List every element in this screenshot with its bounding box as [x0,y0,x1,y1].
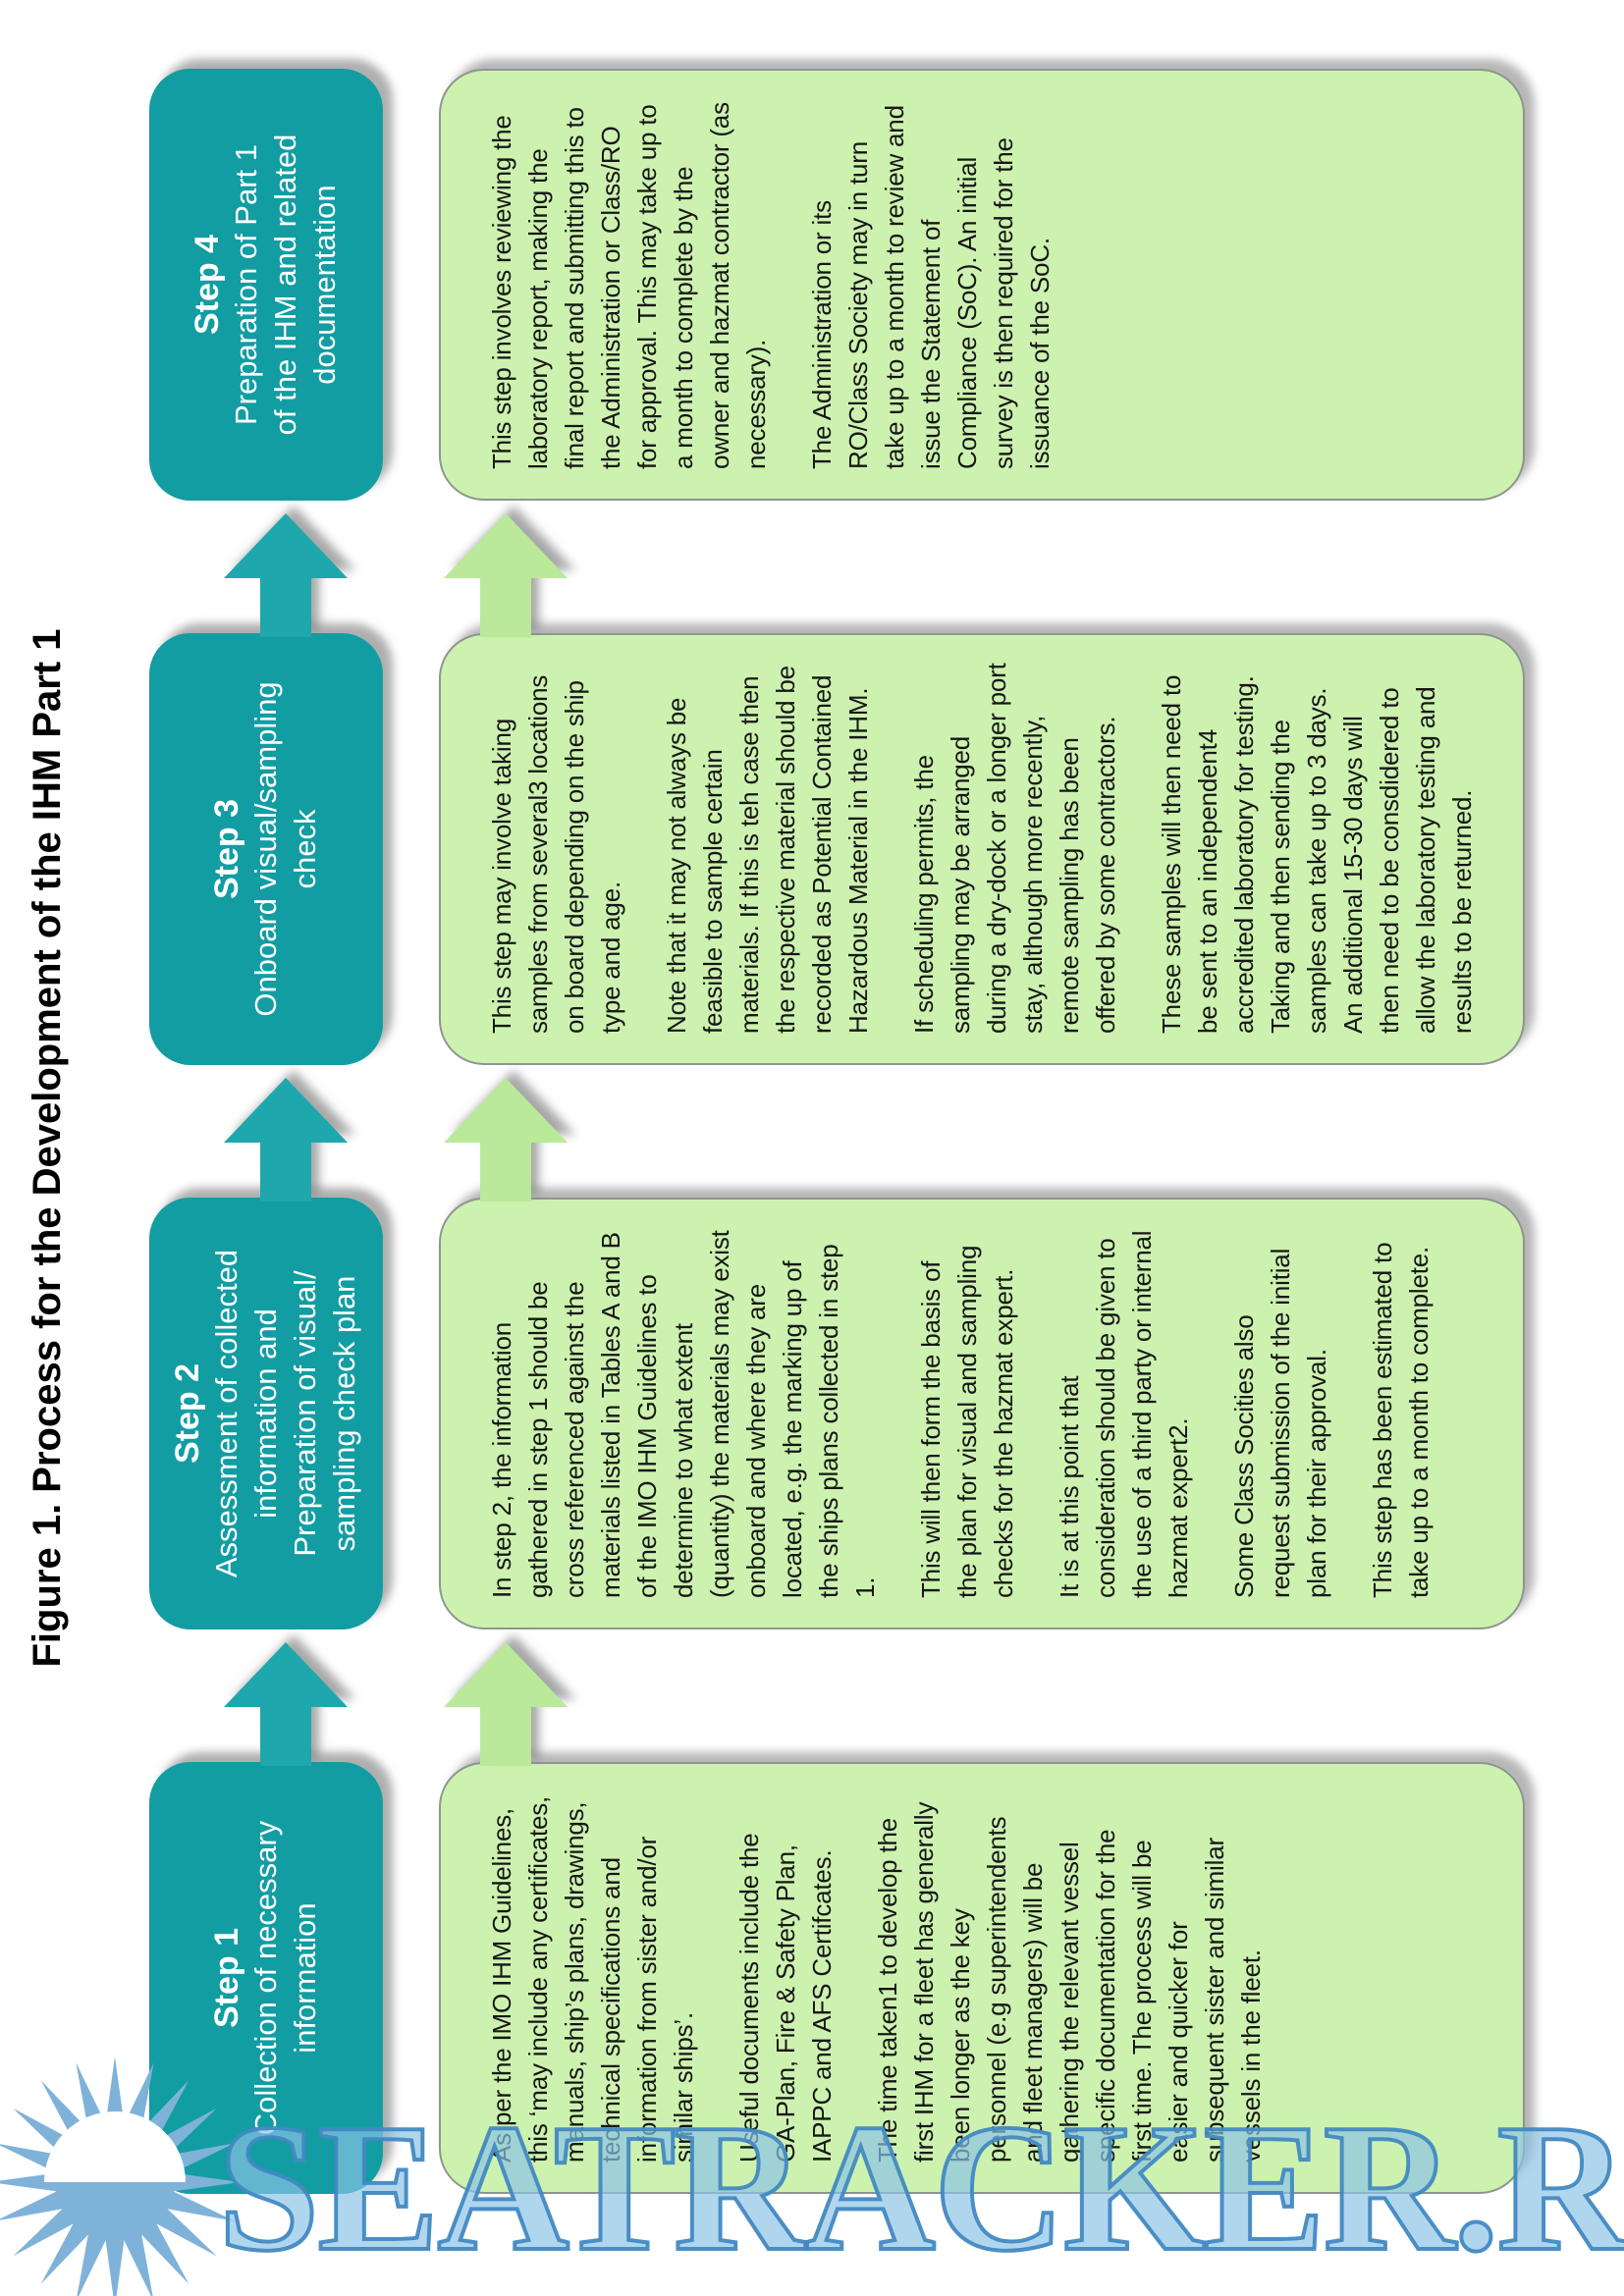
body-paragraph: This step may involve taking samples fro… [487,674,625,1034]
body-paragraph: This step involves reviewing the laborat… [487,102,771,469]
flow-arrow-header-icon [224,1642,348,1766]
body-paragraph: This will then form the basis of the pla… [916,1245,1018,1598]
sun-logo-icon [0,2056,241,2296]
body-paragraph: This step has been estimated to take up … [1368,1242,1434,1598]
flow-arrow-header-icon [224,513,348,637]
step-1-label: Step 1 [208,1927,245,2029]
body-paragraph: Note that it may not always be feasible … [662,666,873,1034]
step-3-label: Step 3 [208,798,245,900]
step-2-body: In step 2, the information gathered in s… [439,1198,1525,1629]
step-column-3: Step 3 Onboard visual/sampling check Thi… [0,633,1624,1065]
step-column-4: Step 4 Preparation of Part 1 of the IHM … [0,69,1624,501]
step-3-header: Step 3 Onboard visual/sampling check [149,633,383,1065]
body-paragraph: In step 2, the information gathered in s… [487,1230,880,1598]
body-paragraph: It is at this point that consideration s… [1055,1230,1193,1598]
watermark-text: SEATRACKER.RU [216,2087,1624,2289]
step-4-body: This step involves reviewing the laborat… [439,69,1525,501]
body-paragraph: The Administration or its RO/Class Socie… [807,105,1055,469]
flow-arrow-header-icon [224,1078,348,1201]
flow-arrow-body-icon [444,1642,568,1766]
step-4-subtitle: Preparation of Part 1 of the IHM and rel… [229,133,342,436]
step-2-label: Step 2 [169,1362,206,1465]
step-3-body: This step may involve taking samples fro… [439,633,1525,1065]
flow-arrow-body-icon [444,1078,568,1201]
body-paragraph: These samples will then need to be sent … [1157,674,1477,1034]
step-column-2: Step 2 Assessment of collected informati… [0,1198,1624,1629]
step-4-header: Step 4 Preparation of Part 1 of the IHM … [149,69,383,501]
step-2-header: Step 2 Assessment of collected informati… [149,1198,383,1629]
step-2-subtitle: Assessment of collected information and … [209,1249,361,1578]
body-paragraph: If scheduling permits, the sampling may … [909,663,1120,1034]
body-paragraph: Some Class Socities also request submiss… [1229,1248,1331,1598]
step-4-label: Step 4 [189,234,226,336]
flow-arrow-body-icon [444,513,568,637]
step-3-subtitle: Onboard visual/sampling check [248,681,322,1017]
